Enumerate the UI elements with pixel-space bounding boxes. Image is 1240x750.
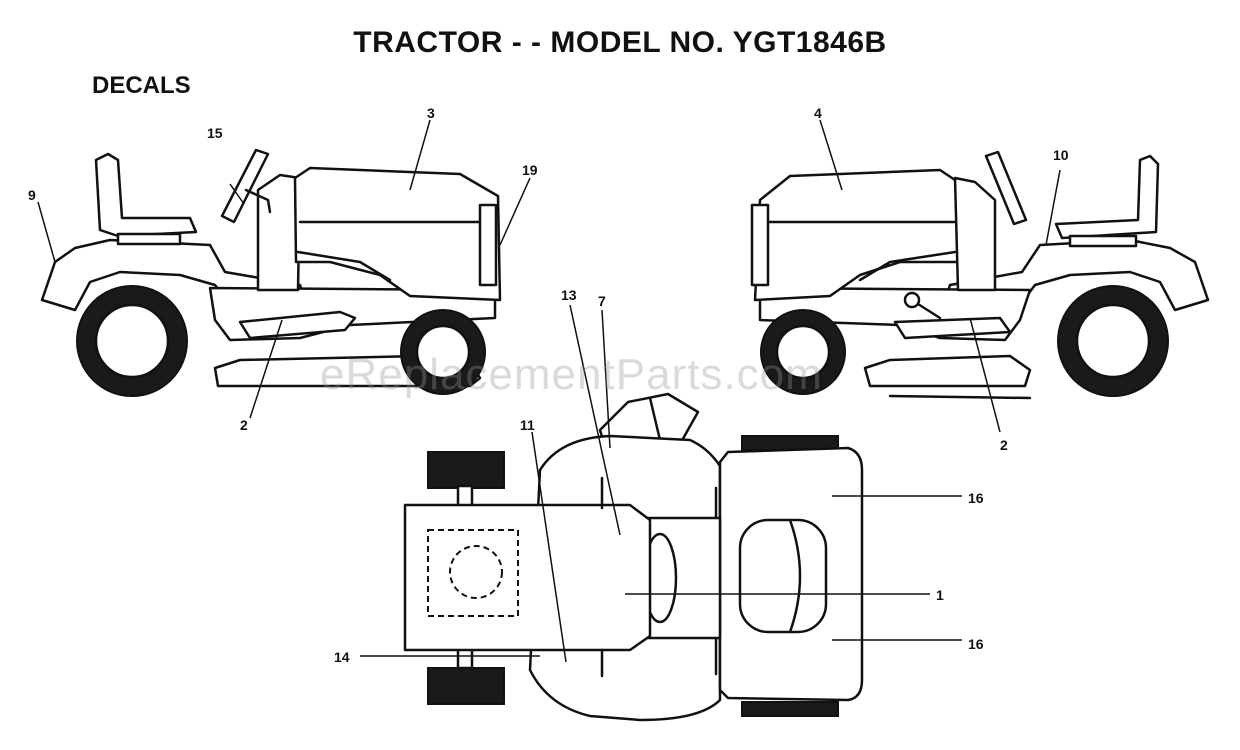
- top-front-wheel-lower: [741, 701, 839, 717]
- tractor-left-side-view: [37, 119, 531, 419]
- seat-left: [94, 152, 198, 238]
- callout-7: 7: [598, 293, 606, 309]
- tractor-top-view: [360, 304, 962, 722]
- callout-10: 10: [1053, 147, 1069, 163]
- callout-2-left: 2: [240, 417, 248, 433]
- callout-2-right: 2: [1000, 437, 1008, 453]
- top-rear-wheel-lower: [427, 667, 505, 705]
- lift-lever-knob: [903, 291, 921, 309]
- grille-left: [478, 203, 498, 287]
- callout-16-top: 16: [968, 490, 984, 506]
- top-rear-wheel-upper: [427, 451, 505, 489]
- callout-1: 1: [936, 587, 944, 603]
- top-rear-deck: [403, 503, 652, 652]
- callout-9: 9: [28, 187, 36, 203]
- callout-15: 15: [207, 125, 223, 141]
- page-title: TRACTOR - - MODEL NO. YGT1846B: [353, 26, 887, 59]
- tractor-right-side-view: [750, 119, 1210, 433]
- footrest-left: [238, 310, 357, 340]
- dash-tower-left: [256, 173, 302, 292]
- hood-left: [293, 166, 502, 302]
- callout-13: 13: [561, 287, 577, 303]
- hood-right: [753, 168, 962, 302]
- callout-14: 14: [334, 649, 350, 665]
- callout-3: 3: [427, 105, 435, 121]
- callout-11: 11: [520, 417, 535, 433]
- footrest-right: [893, 316, 1012, 340]
- steering-wheel-right: [984, 150, 1028, 226]
- top-seat-outline: [449, 545, 503, 599]
- mower-deck-right: [863, 354, 1032, 388]
- callout-16-bottom: 16: [968, 636, 984, 652]
- dash-tower-right: [953, 176, 997, 292]
- callout-19: 19: [522, 162, 538, 178]
- callout-4: 4: [814, 105, 822, 121]
- section-title: DECALS: [92, 72, 191, 99]
- top-hood-hump: [738, 518, 828, 634]
- steering-wheel-left: [220, 148, 270, 224]
- grille-right: [750, 203, 770, 287]
- seat-right: [1054, 154, 1160, 240]
